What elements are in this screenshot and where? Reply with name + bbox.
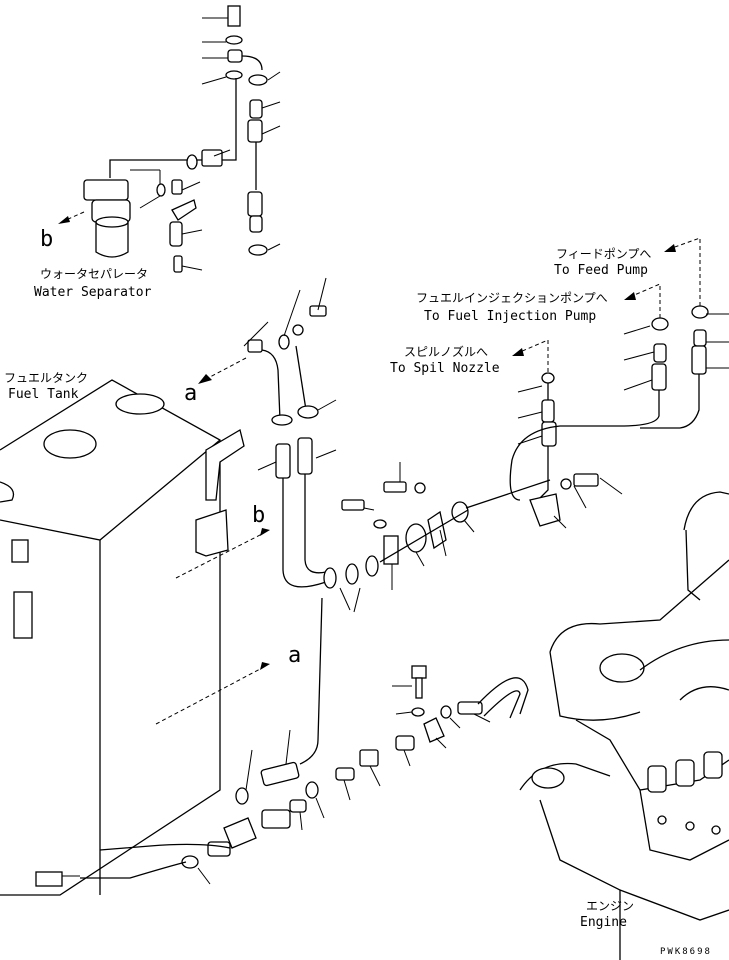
view-b-arrow-mid: b [175, 503, 270, 579]
engine [519, 491, 729, 960]
fuel-tank-label-jp: フュエルタンク [4, 371, 88, 385]
lower-fittings [80, 665, 529, 885]
feed-pump-label-jp: フィードポンプへ [556, 247, 651, 261]
fuel-tank-label-en: Fuel Tank [8, 387, 79, 402]
top-bolt-stack [109, 5, 263, 178]
drawing-code: PWK8698 [660, 947, 712, 957]
injection-pump-label-en: To Fuel Injection Pump [424, 309, 596, 324]
view-a-label-lower: a [288, 643, 301, 668]
injection-pump-label-jp: フュエルインジェクションポンプへ [416, 291, 608, 305]
view-a-label-upper: a [184, 381, 197, 406]
fuel-tank [0, 379, 245, 896]
engine-label-jp: エンジン [586, 899, 634, 913]
spill-nozzle-label-en: To Spil Nozzle [390, 361, 500, 376]
direction-arrows [512, 237, 701, 372]
view-b-label-mid: b [252, 503, 265, 528]
view-a-arrow-upper: a [184, 357, 247, 406]
upper-hose-assembly [247, 71, 281, 256]
water-separator-label-en: Water Separator [34, 285, 152, 300]
water-separator-label-jp: ウォータセパレータ [40, 267, 148, 281]
tank-hoses [243, 277, 337, 765]
spill-nozzle-label-jp: スピルノズルへ [404, 344, 488, 359]
view-b-label-top: b [40, 227, 53, 252]
view-b-arrow-top: b [40, 211, 85, 252]
engine-label-en: Engine [580, 915, 627, 930]
view-a-arrow-lower: a [155, 643, 301, 725]
pump-lines [509, 305, 729, 529]
feed-pump-label-en: To Feed Pump [554, 263, 648, 278]
central-coupling-row [323, 462, 551, 613]
water-separator [83, 149, 231, 273]
